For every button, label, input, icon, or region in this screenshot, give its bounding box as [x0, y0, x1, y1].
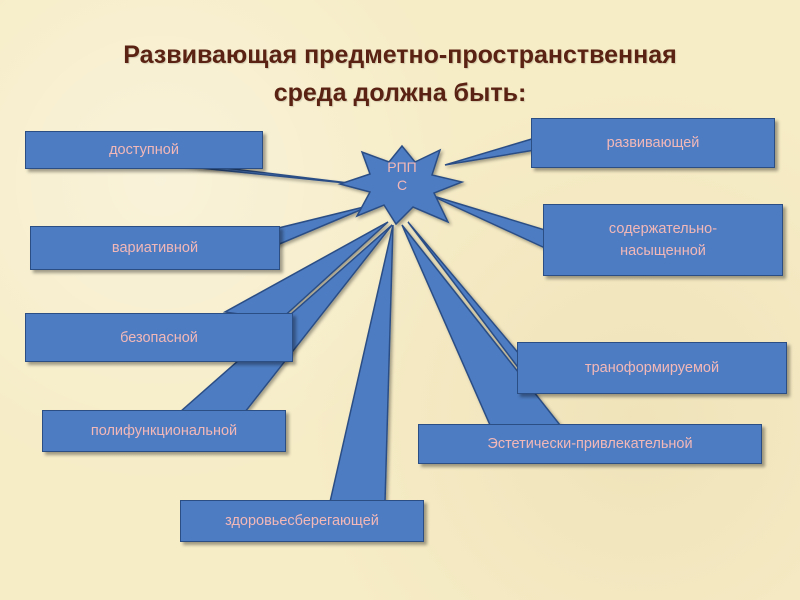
box-variativnoy: вариативной — [30, 226, 280, 270]
box-soderzhatelno-nasyshchennoy: содержательно- насыщенной — [543, 204, 783, 276]
title-line-2: среда должна быть: — [273, 79, 527, 107]
center-label-rppc: РПП С — [370, 158, 434, 194]
box-label: траноформируемой — [584, 360, 720, 376]
center-label-line-1: РПП — [387, 159, 417, 175]
box-dostupnoy: доступной — [25, 131, 263, 169]
box-bezopasnoy: безопасной — [25, 313, 293, 362]
center-label-line-2: С — [396, 177, 408, 193]
box-label: доступной — [109, 142, 179, 158]
connector-esteticheski — [401, 224, 562, 426]
box-label: полифункциональной — [90, 423, 238, 439]
box-label: вариативной — [111, 240, 199, 256]
title-line-1: Развивающая предметно-пространственная — [123, 41, 677, 69]
box-label-line-2: насыщенной — [620, 243, 706, 259]
box-zdorovyesberegayushchey: здоровьесберегающей — [180, 500, 424, 542]
box-label: Эстетически-привлекательной — [487, 436, 693, 452]
box-label-line-1: содержательно- — [608, 221, 718, 237]
box-label: безопасной — [120, 329, 198, 346]
box-razvivayushchey: развивающей — [531, 118, 775, 168]
box-polifunktsionalnoy: полифункциональной — [42, 410, 286, 452]
connector-razvivayushchey — [444, 136, 536, 166]
box-esteticheski-privlekatelnoy: Эстетически-привлекательной — [418, 424, 762, 464]
box-transformiruemoy: траноформируемой — [517, 342, 787, 394]
box-label: здоровьесберегающей — [225, 513, 379, 529]
box-label: развивающей — [606, 135, 700, 151]
center-star-shape — [337, 144, 465, 226]
slide-title: Развивающая предметно-пространственная с… — [0, 36, 800, 112]
